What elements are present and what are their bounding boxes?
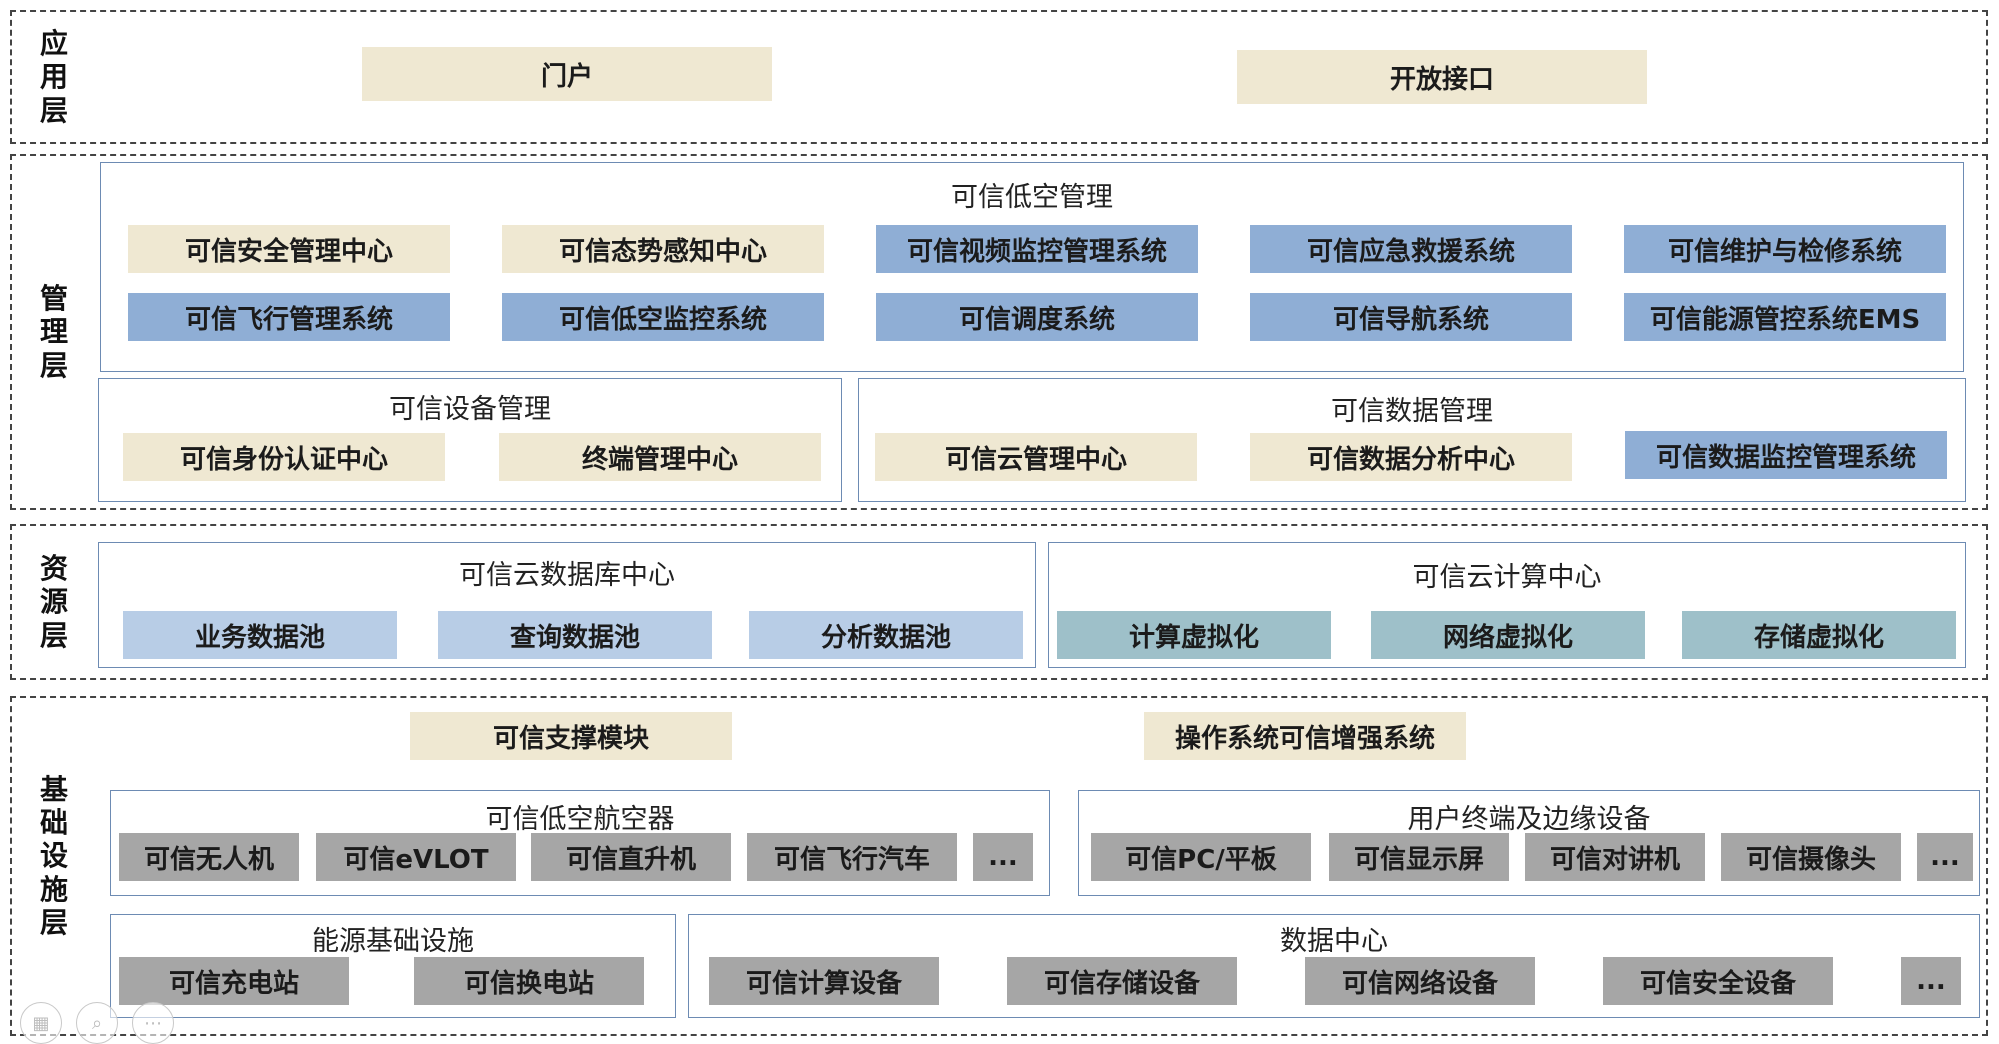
group-title: 可信云数据库中心: [459, 560, 675, 591]
application-layer-label: 应 用 层: [30, 12, 78, 142]
system-box: 可信维护与检修系统: [1624, 225, 1946, 273]
cloud-computing-group: 可信云计算中心 计算虚拟化 网络虚拟化 存储虚拟化: [1048, 542, 1966, 668]
aircraft-box: 可信无人机: [119, 833, 299, 881]
low-altitude-management-group: 可信低空管理 可信安全管理中心 可信态势感知中心 可信视频监控管理系统 可信应急…: [100, 162, 1964, 372]
gallery-icon[interactable]: ▦: [20, 1002, 62, 1044]
label-char: 资: [39, 552, 68, 586]
label-char: 层: [39, 93, 68, 127]
portal-box: 门户: [362, 47, 772, 101]
group-title: 能源基础设施: [312, 926, 474, 957]
open-api-box: 开放接口: [1237, 50, 1647, 104]
group-title: 可信低空航空器: [485, 804, 675, 835]
infrastructure-layer: 基 础 设 施 层 可信支撑模块 操作系统可信增强系统 可信低空航空器 可信无人…: [10, 696, 1988, 1036]
more-terminals-box: ...: [1917, 833, 1973, 881]
management-layer-label: 管 理 层: [30, 156, 78, 508]
system-box: 可信态势感知中心: [502, 225, 824, 273]
data-management-group: 可信数据管理 可信云管理中心 可信数据分析中心 可信数据监控管理系统: [858, 378, 1966, 502]
terminal-box: 可信对讲机: [1525, 833, 1705, 881]
data-pool-box: 分析数据池: [749, 611, 1023, 659]
terminal-box: 可信摄像头: [1721, 833, 1901, 881]
system-box: 可信飞行管理系统: [128, 293, 450, 341]
resource-layer: 资 源 层 可信云数据库中心 业务数据池 查询数据池 分析数据池 可信云计算中心…: [10, 524, 1988, 680]
more-datacenter-box: ...: [1901, 957, 1961, 1005]
group-title: 可信数据管理: [1331, 396, 1493, 427]
aircraft-box: 可信eVLOT: [316, 833, 516, 881]
virtualization-box: 网络虚拟化: [1371, 611, 1645, 659]
label-char: 理: [39, 315, 68, 349]
energy-infrastructure-group: 能源基础设施 可信充电站 可信换电站: [110, 914, 676, 1018]
datacenter-device-box: 可信存储设备: [1007, 957, 1237, 1005]
label-char: 层: [39, 618, 68, 652]
aircraft-box: 可信直升机: [531, 833, 731, 881]
support-module-box: 可信支撑模块: [410, 712, 732, 760]
system-box: 可信视频监控管理系统: [876, 225, 1198, 273]
data-box: 可信数据监控管理系统: [1625, 431, 1947, 479]
group-title: 数据中心: [1280, 926, 1388, 957]
virtualization-box: 存储虚拟化: [1682, 611, 1956, 659]
datacenter-device-box: 可信安全设备: [1603, 957, 1833, 1005]
station-box: 可信充电站: [119, 957, 349, 1005]
terminal-box: 可信显示屏: [1329, 833, 1509, 881]
data-box: 可信数据分析中心: [1250, 433, 1572, 481]
datacenter-device-box: 可信网络设备: [1305, 957, 1535, 1005]
virtualization-box: 计算虚拟化: [1057, 611, 1331, 659]
group-title: 可信低空管理: [951, 182, 1113, 213]
label-char: 用: [39, 60, 68, 94]
data-center-group: 数据中心 可信计算设备 可信存储设备 可信网络设备 可信安全设备 ...: [688, 914, 1980, 1018]
device-box: 可信身份认证中心: [123, 433, 445, 481]
terminal-box: 可信PC/平板: [1091, 833, 1311, 881]
label-char: 源: [39, 585, 68, 619]
label-char: 基: [39, 773, 68, 807]
data-box: 可信云管理中心: [875, 433, 1197, 481]
device-box: 终端管理中心: [499, 433, 821, 481]
resource-layer-label: 资 源 层: [30, 526, 78, 678]
label-char: 层: [39, 905, 68, 939]
infrastructure-layer-label: 基 础 设 施 层: [30, 678, 78, 1034]
datacenter-device-box: 可信计算设备: [709, 957, 939, 1005]
device-management-group: 可信设备管理 可信身份认证中心 终端管理中心: [98, 378, 842, 502]
system-box: 可信安全管理中心: [128, 225, 450, 273]
application-layer: 应 用 层 门户 开放接口: [10, 10, 1988, 144]
group-title: 可信设备管理: [389, 394, 551, 425]
more-options-icon[interactable]: ⋯: [132, 1002, 174, 1044]
group-title: 用户终端及边缘设备: [1407, 804, 1651, 835]
aircraft-box: 可信飞行汽车: [747, 833, 957, 881]
system-box: 可信低空监控系统: [502, 293, 824, 341]
more-aircraft-box: ...: [973, 833, 1033, 881]
label-char: 管: [39, 282, 68, 316]
group-title: 可信云计算中心: [1412, 562, 1602, 593]
cloud-database-group: 可信云数据库中心 业务数据池 查询数据池 分析数据池: [98, 542, 1036, 668]
user-terminals-group: 用户终端及边缘设备 可信PC/平板 可信显示屏 可信对讲机 可信摄像头 ...: [1078, 790, 1980, 896]
system-box: 可信能源管控系统EMS: [1624, 293, 1946, 341]
aircraft-group: 可信低空航空器 可信无人机 可信eVLOT 可信直升机 可信飞行汽车 ...: [110, 790, 1050, 896]
management-layer: 管 理 层 可信低空管理 可信安全管理中心 可信态势感知中心 可信视频监控管理系…: [10, 154, 1988, 510]
label-char: 应: [39, 27, 68, 61]
label-char: 施: [39, 872, 68, 906]
system-box: 可信导航系统: [1250, 293, 1572, 341]
os-enhancement-box: 操作系统可信增强系统: [1144, 712, 1466, 760]
system-box: 可信调度系统: [876, 293, 1198, 341]
station-box: 可信换电站: [414, 957, 644, 1005]
data-pool-box: 查询数据池: [438, 611, 712, 659]
data-pool-box: 业务数据池: [123, 611, 397, 659]
zoom-icon[interactable]: ⌕: [76, 1002, 118, 1044]
label-char: 设: [39, 839, 68, 873]
label-char: 础: [39, 806, 68, 840]
label-char: 层: [39, 348, 68, 382]
system-box: 可信应急救援系统: [1250, 225, 1572, 273]
